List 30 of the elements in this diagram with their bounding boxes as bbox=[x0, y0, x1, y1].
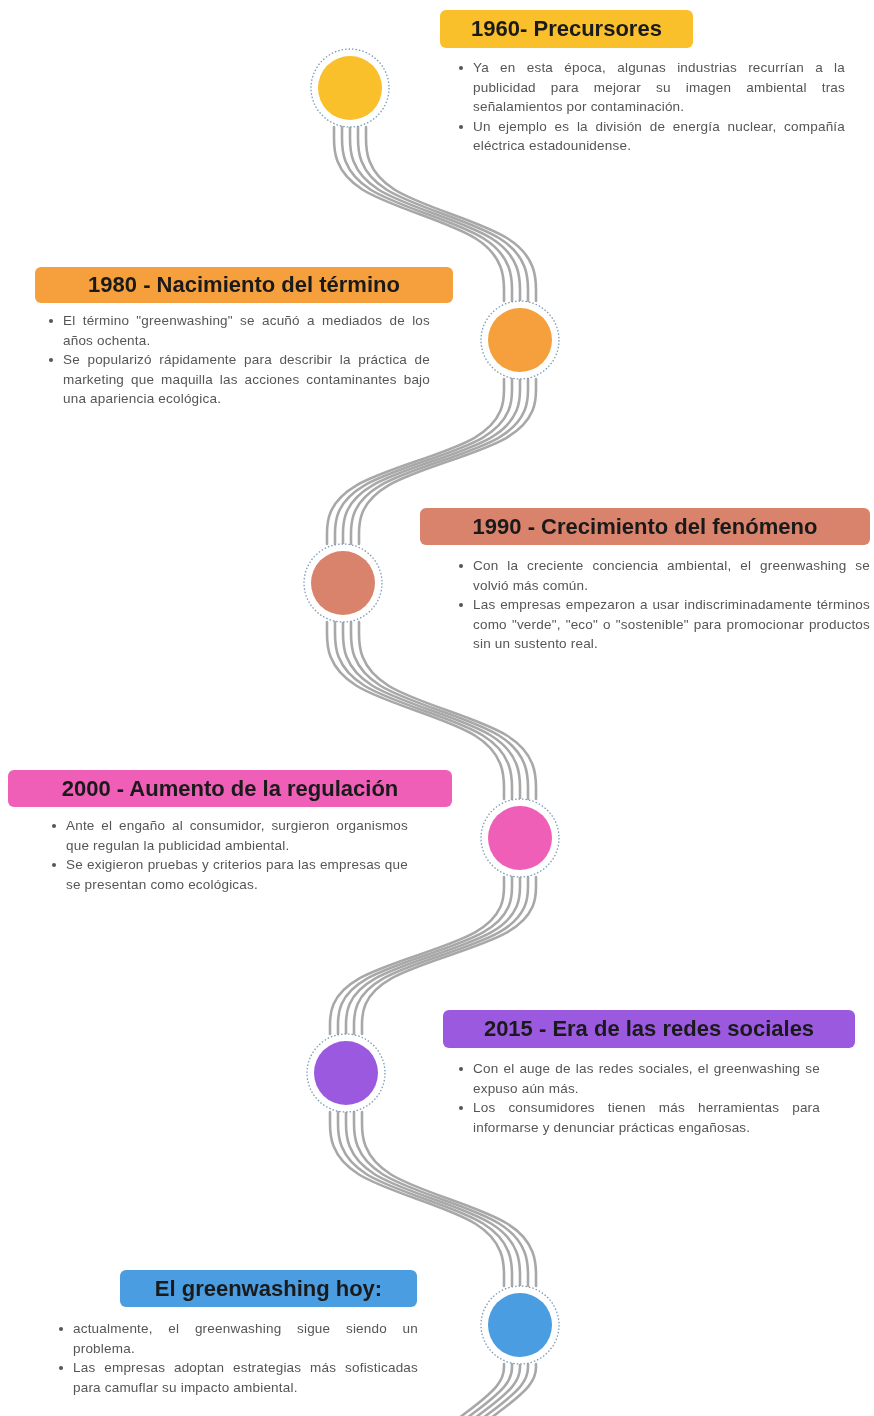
wavy-connector bbox=[325, 377, 538, 546]
bullet-text: Ya en esta época, algunas industrias recurrían a la publicidad para mejorar su imagen ambiental tras señalamientos por contaminación. bbox=[473, 59, 845, 116]
heading-band: 1960- Precursores bbox=[440, 10, 693, 48]
heading-band: 1990 - Crecimiento del fenómeno bbox=[420, 508, 870, 545]
wavy-connector bbox=[328, 1110, 538, 1288]
wavy-connector bbox=[325, 620, 538, 801]
timeline-dot bbox=[310, 48, 390, 128]
heading-band: 1980 - Nacimiento del término bbox=[35, 267, 453, 303]
wavy-connector bbox=[332, 125, 538, 303]
wavy-connector bbox=[457, 1362, 538, 1416]
bullet-text: Con el auge de las redes sociales, el greenwashing se expuso aún más. bbox=[473, 1060, 820, 1098]
timeline-dot bbox=[480, 1285, 560, 1365]
bullet-text: Las empresas empezaron a usar indiscriminadamente términos como "verde", "eco" o "sostenible" para promocionar productos sin un sustento real. bbox=[473, 596, 870, 653]
heading-band: El greenwashing hoy: bbox=[120, 1270, 417, 1307]
wavy-connector bbox=[328, 875, 538, 1036]
bullet-text: Se popularizó rápidamente para describir la práctica de marketing que maquilla las acciones contaminantes bajo una apariencia ecológica. bbox=[63, 351, 430, 408]
bullet-text: El término "greenwashing" se acuñó a mediados de los años ochenta. bbox=[63, 312, 430, 350]
bullet-text: Con la creciente conciencia ambiental, el greenwashing se volvió más común. bbox=[473, 557, 870, 595]
timeline-dot bbox=[480, 300, 560, 380]
heading-band: 2015 - Era de las redes sociales bbox=[443, 1010, 855, 1048]
bullet-text: Los consumidores tienen más herramientas para informarse y denunciar prácticas engañosas. bbox=[473, 1099, 820, 1137]
bullet-text: Un ejemplo es la división de energía nuclear, compañía eléctrica estadounidense. bbox=[473, 117, 845, 155]
bullet-text: Ante el engaño al consumidor, surgieron organismos que regulan la publicidad ambiental. bbox=[66, 817, 408, 855]
timeline-dot bbox=[480, 798, 560, 878]
heading-band: 2000 - Aumento de la regulación bbox=[8, 770, 452, 807]
bullet-text: Las empresas adoptan estrategias más sofisticadas para camuflar su impacto ambiental. bbox=[73, 1359, 418, 1397]
bullet-text: actualmente, el greenwashing sigue siendo un problema. bbox=[73, 1320, 418, 1358]
timeline-dot bbox=[306, 1033, 386, 1113]
timeline-dot bbox=[303, 543, 383, 623]
bullet-text: Se exigieron pruebas y criterios para las empresas que se presentan como ecológicas. bbox=[66, 856, 408, 894]
